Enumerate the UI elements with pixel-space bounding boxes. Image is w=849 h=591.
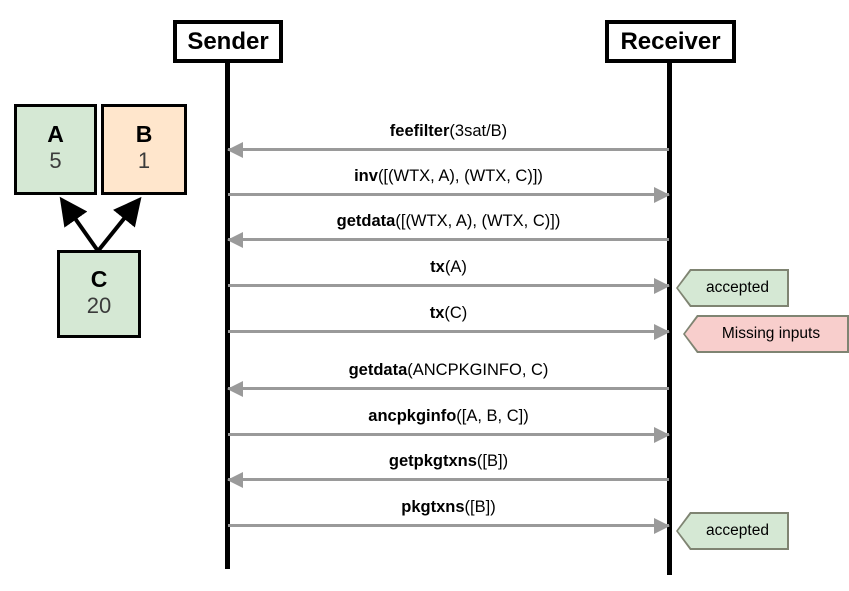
message-label-2: inv([(WTX, A), (WTX, C)]) xyxy=(228,167,669,186)
message-args-1: (3sat/B) xyxy=(449,122,508,140)
message-row-5[interactable]: tx(C) xyxy=(228,304,670,350)
message-arrow-head-left-3 xyxy=(227,231,243,248)
message-args-3: ([(WTX, A), (WTX, C)]) xyxy=(395,212,561,230)
message-arrow-head-left-1 xyxy=(227,141,243,158)
message-arrow-line-3 xyxy=(228,238,669,241)
badge-label-2: Missing inputs xyxy=(721,325,821,342)
lifeline-sender xyxy=(225,62,230,569)
message-arrow-head-left-6 xyxy=(227,380,243,397)
message-arrow-line-4 xyxy=(228,284,669,287)
participant-receiver[interactable]: Receiver xyxy=(605,20,736,63)
message-command-8: getpkgtxns xyxy=(388,452,477,470)
message-row-6[interactable]: getdata(ANCPKGINFO, C) xyxy=(227,361,669,407)
message-arrow-head-left-8 xyxy=(227,471,243,488)
message-command-7: ancpkginfo xyxy=(368,407,457,425)
transaction-a-value: 5 xyxy=(49,148,62,174)
message-arrow-head-right-7 xyxy=(654,426,670,443)
message-args-6: (ANCPKGINFO, C) xyxy=(407,361,549,379)
transaction-box-c[interactable]: C 20 xyxy=(57,250,141,338)
transaction-c-value: 20 xyxy=(86,292,112,318)
message-row-8[interactable]: getpkgtxns([B]) xyxy=(227,452,669,498)
status-badge-missing-inputs-tx-c[interactable]: Missing inputs xyxy=(683,315,849,353)
message-arrow-head-right-2 xyxy=(654,186,670,203)
message-row-2[interactable]: inv([(WTX, A), (WTX, C)]) xyxy=(228,167,670,213)
transaction-box-a[interactable]: A 5 xyxy=(14,104,97,195)
transaction-c-name: C xyxy=(90,265,108,292)
message-command-1: feefilter xyxy=(389,122,450,140)
badge-fill-1: accepted xyxy=(678,271,787,305)
dependency-arrow-c-to-b xyxy=(96,196,142,253)
message-row-9[interactable]: pkgtxns([B]) xyxy=(228,498,670,544)
message-label-5: tx(C) xyxy=(228,304,669,323)
message-command-9: pkgtxns xyxy=(401,498,465,516)
lifeline-receiver xyxy=(667,62,672,575)
message-arrow-line-8 xyxy=(228,478,669,481)
message-args-8: ([B]) xyxy=(476,452,509,470)
status-badge-accepted-tx-a[interactable]: accepted xyxy=(676,269,789,307)
message-command-4: tx xyxy=(430,258,445,276)
message-arrow-head-right-5 xyxy=(654,323,670,340)
message-args-4: (A) xyxy=(444,258,467,276)
message-row-4[interactable]: tx(A) xyxy=(228,258,670,304)
message-label-9: pkgtxns([B]) xyxy=(228,498,669,517)
message-command-2: inv xyxy=(354,167,378,185)
message-command-3: getdata xyxy=(336,212,396,230)
participant-receiver-label: Receiver xyxy=(620,27,721,55)
transaction-a-name: A xyxy=(47,121,64,148)
participant-sender-label: Sender xyxy=(187,27,269,55)
message-arrow-head-right-4 xyxy=(654,277,670,294)
message-label-4: tx(A) xyxy=(228,258,669,277)
message-command-5: tx xyxy=(429,304,445,322)
badge-fill-2: Missing inputs xyxy=(685,317,847,351)
message-arrow-line-6 xyxy=(228,387,669,390)
participant-sender[interactable]: Sender xyxy=(173,20,283,63)
message-arrow-head-right-9 xyxy=(654,517,670,534)
badge-label-3: accepted xyxy=(706,522,769,539)
message-args-7: ([A, B, C]) xyxy=(456,407,529,425)
dependency-arrows xyxy=(59,196,142,253)
message-args-2: ([(WTX, A), (WTX, C)]) xyxy=(377,167,543,185)
message-row-3[interactable]: getdata([(WTX, A), (WTX, C)]) xyxy=(227,212,669,258)
message-label-8: getpkgtxns([B]) xyxy=(228,452,669,471)
message-args-5: (C) xyxy=(444,304,468,322)
message-label-7: ancpkginfo([A, B, C]) xyxy=(228,407,669,426)
message-arrow-line-9 xyxy=(228,524,669,527)
badge-fill-3: accepted xyxy=(678,514,787,548)
message-command-6: getdata xyxy=(348,361,408,379)
message-arrow-line-2 xyxy=(228,193,669,196)
message-row-1[interactable]: feefilter(3sat/B) xyxy=(227,122,669,168)
message-label-1: feefilter(3sat/B) xyxy=(228,122,669,141)
message-arrow-line-7 xyxy=(228,433,669,436)
message-label-6: getdata(ANCPKGINFO, C) xyxy=(228,361,669,380)
transaction-box-b[interactable]: B 1 xyxy=(101,104,187,195)
message-arrow-line-5 xyxy=(228,330,669,333)
message-row-7[interactable]: ancpkginfo([A, B, C]) xyxy=(228,407,670,453)
status-badge-accepted-pkgtxns[interactable]: accepted xyxy=(676,512,789,550)
dependency-arrow-c-to-a xyxy=(59,196,100,253)
message-args-9: ([B]) xyxy=(464,498,496,516)
message-label-3: getdata([(WTX, A), (WTX, C)]) xyxy=(228,212,669,231)
message-arrow-line-1 xyxy=(228,148,669,151)
badge-label-1: accepted xyxy=(706,279,769,296)
transaction-b-name: B xyxy=(135,121,153,148)
transaction-b-value: 1 xyxy=(137,148,151,174)
